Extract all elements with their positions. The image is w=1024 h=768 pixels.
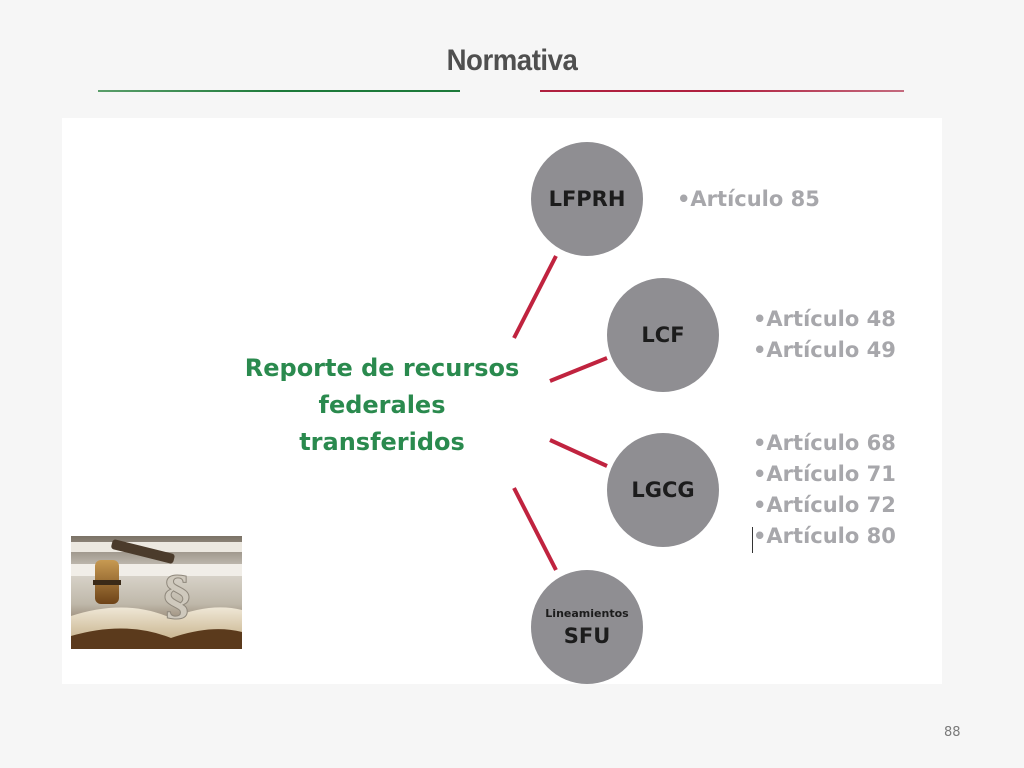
slide-title: Normativa — [446, 44, 578, 77]
node-sfu-sublabel: Lineamientos — [545, 606, 629, 620]
articles-lgcg: •Artículo 68 •Artículo 71 •Artículo 72 •… — [753, 428, 896, 552]
central-topic-line-3: transferidos — [299, 428, 465, 456]
connector-lcf — [549, 356, 608, 383]
article-item: •Artículo 80 — [753, 524, 896, 548]
central-topic-line-1: Reporte de recursos — [244, 354, 520, 382]
articles-lcf: •Artículo 48 •Artículo 49 — [753, 304, 896, 366]
node-lcf: LCF — [607, 278, 719, 392]
article-item: •Artículo 85 — [677, 187, 820, 211]
node-sfu-label: SFU — [563, 623, 611, 648]
connector-lgcg — [549, 438, 608, 468]
node-lcf-label: LCF — [641, 323, 685, 347]
node-lgcg-label: LGCG — [631, 478, 695, 502]
article-item: •Artículo 49 — [753, 338, 896, 362]
node-lgcg: LGCG — [607, 433, 719, 547]
central-topic-line-2: federales — [318, 391, 446, 419]
connector-sfu — [512, 487, 558, 571]
page-number: 88 — [944, 725, 961, 740]
article-item: •Artículo 71 — [753, 462, 896, 486]
node-lfprh: LFPRH — [531, 142, 643, 256]
title-rule-red — [540, 90, 904, 92]
connector-lfprh — [512, 255, 558, 339]
article-item: •Artículo 48 — [753, 307, 896, 331]
articles-lfprh: •Artículo 85 — [677, 184, 820, 215]
article-item: •Artículo 68 — [753, 431, 896, 455]
article-item: •Artículo 72 — [753, 493, 896, 517]
gavel-book-image: § — [71, 536, 242, 649]
text-cursor — [752, 527, 753, 553]
title-rule-green — [98, 90, 460, 92]
node-lfprh-label: LFPRH — [548, 187, 626, 211]
node-sfu: Lineamientos SFU — [531, 570, 643, 684]
central-topic: Reporte de recursos federales transferid… — [222, 350, 542, 461]
section-sign-icon: § — [163, 566, 190, 627]
